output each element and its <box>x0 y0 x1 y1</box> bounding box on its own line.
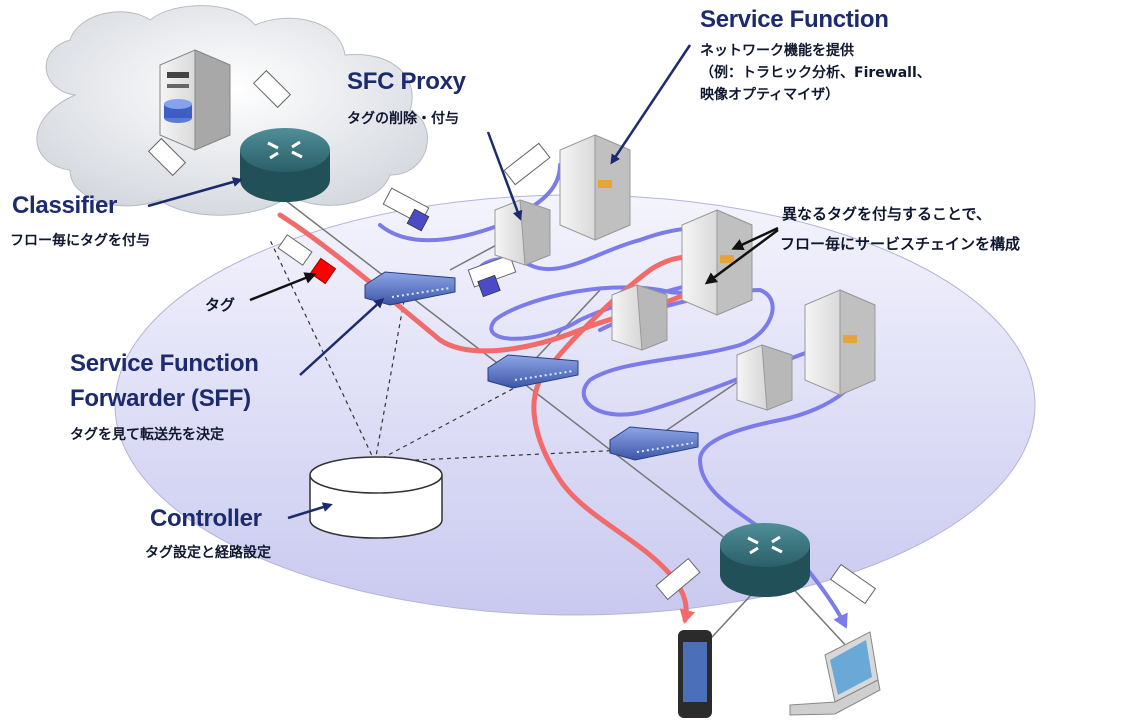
switch-icon <box>487 354 579 389</box>
sfc-proxy-pointer <box>486 131 523 221</box>
note-line1: 異なるタグを付与することで、 <box>782 205 991 223</box>
service-function-desc-line: 映像オプティマイザ） <box>700 87 840 103</box>
note-pointer-upper <box>731 226 779 251</box>
red-tag <box>309 257 337 285</box>
sfc-proxy-title: SFC Proxy <box>347 68 466 95</box>
service-function-desc: ネットワーク機能を提供 （例：トラヒック分析、Firewall、 映像オプティマ… <box>700 40 931 106</box>
tag-pointer <box>249 272 317 302</box>
switch-icon <box>364 271 456 306</box>
server-icon <box>494 199 551 266</box>
red-flow <box>277 212 708 624</box>
switch-icon <box>609 426 699 461</box>
service-function-pointer <box>610 44 692 165</box>
service-function-title: Service Function <box>700 6 889 33</box>
server-icon <box>681 209 753 316</box>
classifier-pointer <box>147 177 243 208</box>
laptop-icon <box>789 631 881 716</box>
blue-tag <box>406 208 430 232</box>
control-links <box>269 239 626 463</box>
controller-desc: タグ設定と経路設定 <box>145 545 271 561</box>
router-icon <box>240 128 330 202</box>
sff-desc: タグを見て転送先を決定 <box>70 427 224 443</box>
classifier-desc: フロー毎にタグを付与 <box>10 233 150 249</box>
router-icon <box>720 523 810 597</box>
service-function-desc-line: （例：トラヒック分析、Firewall、 <box>700 65 931 81</box>
tag-label: タグ <box>205 296 236 314</box>
smartphone-icon <box>678 630 712 718</box>
sff-title-line2: Forwarder (SFF) <box>70 385 251 412</box>
note-line2: フロー毎にサービスチェインを構成 <box>780 235 1021 253</box>
server-icon <box>611 284 668 351</box>
service-function-desc-line: ネットワーク機能を提供 <box>700 43 854 59</box>
server-icon <box>159 49 231 151</box>
database-icon <box>309 456 443 539</box>
sff-title-line1: Service Function <box>70 350 259 377</box>
blue-tag <box>477 274 501 298</box>
note-pointer-lower <box>704 228 779 285</box>
classifier-title: Classifier <box>12 192 118 219</box>
sfc-proxy-desc: タグの削除・付与 <box>347 111 459 127</box>
packet-icon <box>147 69 877 605</box>
controller-pointer <box>287 502 333 520</box>
server-icon <box>804 289 876 396</box>
sff-pointer <box>299 297 385 376</box>
server-icon <box>736 344 793 411</box>
controller-title: Controller <box>150 505 262 532</box>
